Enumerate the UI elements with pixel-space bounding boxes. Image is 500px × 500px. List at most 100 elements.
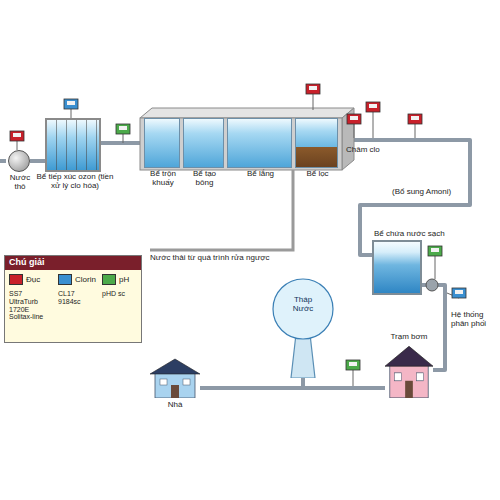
building-window [160,379,167,385]
tower-shape [270,278,336,378]
legend-swatch [102,274,116,285]
water-pipe [338,140,470,255]
house-shape [150,358,200,398]
legend-text: Đục [26,275,40,284]
dosing-label: (Bổ sung Amoni) [392,188,467,197]
filter-tank: Bể lọc [295,118,338,168]
sensor-screen [13,133,21,137]
legend-item: Đục [9,274,40,285]
legend-swatch [58,274,72,285]
sensor-meter [366,102,380,138]
building-wall [390,365,428,398]
pump-node: Nước thô [8,150,30,172]
sensor-body [64,99,78,109]
building-window [417,373,424,381]
sensor-stem [373,112,374,138]
water-pipe [200,386,385,390]
node-label: Bể tiếp xúc ozon (tiền xử lý clo hóa) [33,173,117,191]
building-window [183,379,190,385]
sensor-model: SS7 UltraTurb 1720E Solitax-line [9,290,53,321]
building-window [395,373,402,381]
building-roof [385,346,433,366]
node-label: Bể tạo bông [185,170,225,188]
sensor-stem [17,141,18,150]
sensor-body [408,114,422,124]
legend-text: Clorin [75,275,96,284]
node-label: Trạm bơm [379,333,439,342]
sensor-stem [313,94,314,110]
building-wall [155,373,195,398]
sensor-body [428,246,442,256]
sensor-screen [119,126,127,130]
node-label: Bể lọc [296,170,340,179]
water-pipe [422,285,445,370]
sensor-screen [369,104,377,108]
sensor-body [452,288,466,298]
mixing-tank: Bể trộn khuấy [144,118,180,168]
sensor-body [306,84,320,94]
node-label: Bể trộn khuấy [143,170,183,188]
node-label: Nhà [150,401,200,410]
waste-line-label: Nước thải từ quá trình rửa ngược [150,254,300,263]
node-label: Bể chứa nước sạch [374,230,466,239]
sensor-body [116,124,130,134]
tower-label: Tháp Nước [286,296,320,314]
water-pipe [30,159,45,163]
building-roof [150,359,200,374]
sensor-meter [347,114,361,138]
dosing-label: Châm clo [346,146,390,155]
settling-tank: Bể lắng [227,118,292,168]
tank-frame [140,118,342,170]
legend-swatch [9,274,23,285]
sensor-screen [411,116,419,120]
water-tower: Tháp Nước [270,278,336,378]
sensor-meter [116,124,130,143]
sensor-model: pHD sc [102,290,138,298]
sensor-stem [435,256,436,279]
inlet-pipe [0,159,6,163]
station-shape [385,345,433,398]
sensor-meter [428,246,442,279]
sensor-screen [67,101,75,105]
sensor-body [347,114,361,124]
sensor-meter [346,360,360,386]
sensor-stem [71,109,72,118]
sensor-screen [455,290,463,294]
sensor-screen [431,248,439,252]
legend-text: pH [119,275,129,284]
sensor-screen [309,86,317,90]
sensor-screen [350,116,358,120]
sensor-meter [447,288,466,298]
legend-item: Clorin [58,274,96,285]
sensor-screen [349,362,357,366]
building-door [171,385,179,398]
pump-station: Trạm bơm [385,345,433,398]
sensor-meter [408,114,422,138]
ozone-tank: Bể tiếp xúc ozon (tiền xử lý clo hóa) [45,118,101,172]
tower-tank [273,279,333,339]
sensor-meter [306,84,320,110]
house: Nhà [150,358,200,398]
sensor-body [366,102,380,112]
pump-symbol [426,279,438,291]
node-label: Bể lắng [231,170,291,179]
sensor-stem [353,370,354,386]
tower-leg [291,334,315,378]
sensor-body [10,131,24,141]
flocculation-tank: Bể tạo bông [183,118,224,168]
node-label: Nước thô [6,174,34,192]
sensor-meter [10,131,24,150]
building-door [405,381,413,398]
distribution-label: Hệ thống phân phối [451,311,497,329]
sensor-stem [123,134,124,143]
legend-item: pH [102,274,129,285]
sensor-stem [415,124,416,138]
sensor-model: CL17 9184sc [58,290,98,306]
sensor-stem [354,124,355,138]
tank-top-face [140,108,354,118]
clean-water-tank: Bể chứa nước sạch [372,240,422,295]
sensor-meter [64,99,78,118]
sensor-body [346,360,360,370]
